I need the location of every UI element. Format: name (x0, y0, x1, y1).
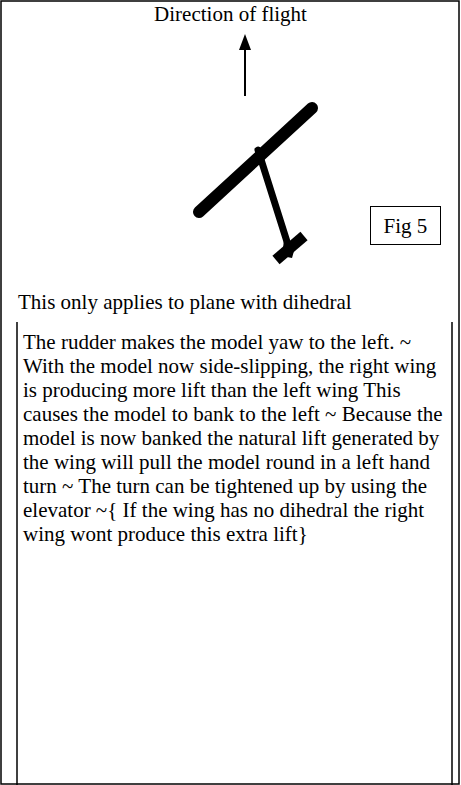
note-label: This only applies to plane with dihedral (18, 290, 448, 314)
heading-label: Direction of flight (0, 2, 461, 26)
body-text: The rudder makes the model yaw to the le… (23, 330, 447, 546)
airplane (199, 108, 312, 260)
figure-label: Fig 5 (384, 214, 428, 238)
figure-box: Fig 5 (370, 206, 441, 245)
arrow-head (239, 34, 251, 50)
flight-arrow (244, 48, 246, 96)
text-frame (451, 322, 453, 785)
text-frame (16, 322, 18, 785)
